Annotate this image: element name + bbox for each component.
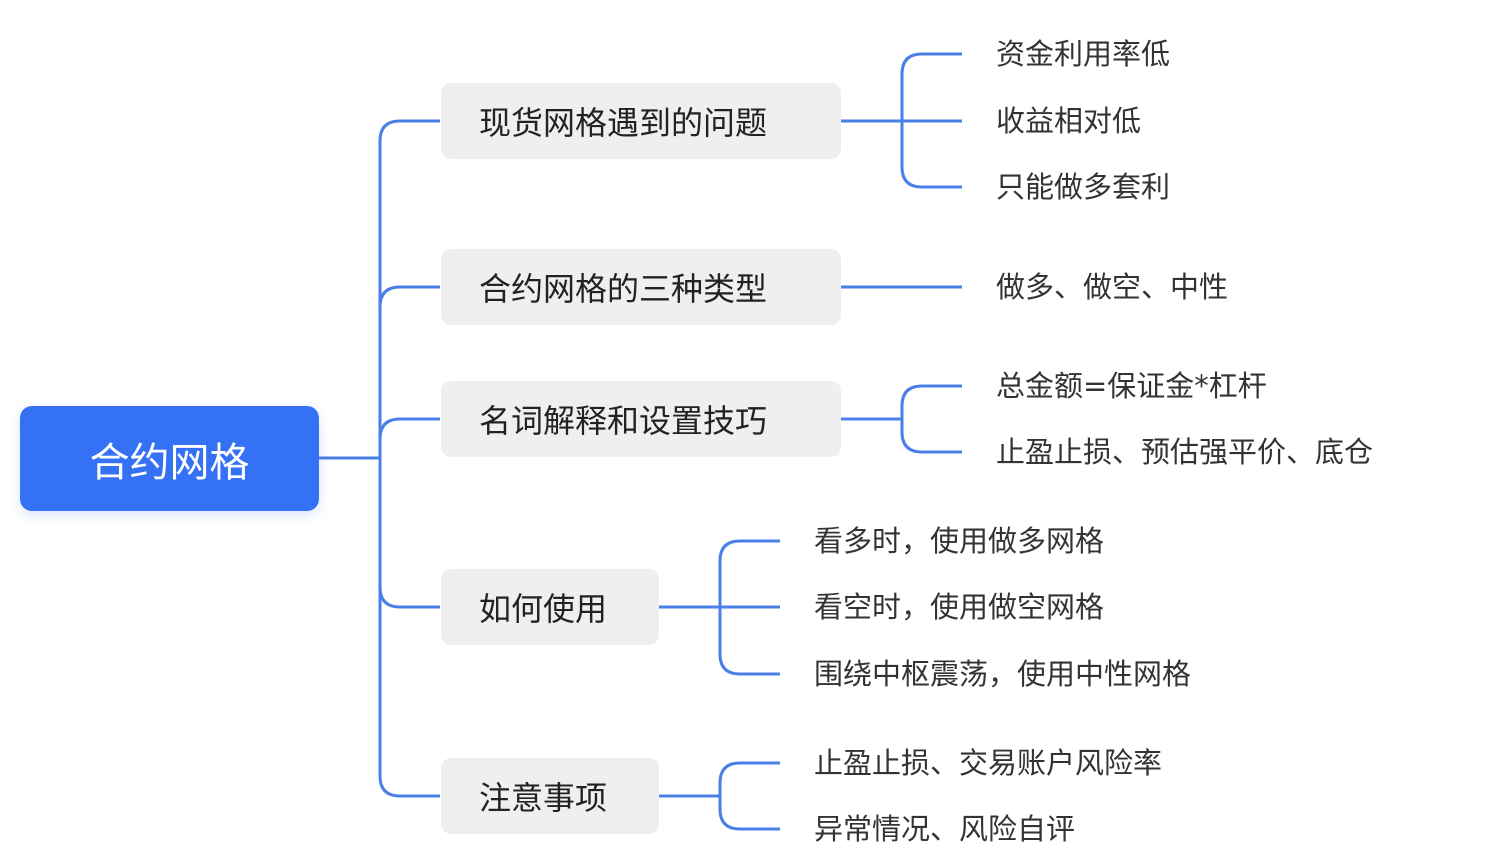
- branch-contract-grid-types[interactable]: 合约网格的三种类型: [441, 249, 841, 325]
- leaf-node[interactable]: 异常情况、风险自评: [814, 812, 1076, 846]
- leaf-node[interactable]: 只能做多套利: [996, 170, 1171, 204]
- leaf-node[interactable]: 止盈止损、交易账户风险率: [814, 746, 1163, 780]
- leaf-node[interactable]: 做多、做空、中性: [996, 270, 1229, 304]
- branch-label: 现货网格遇到的问题: [479, 104, 768, 142]
- leaf-node[interactable]: 看多时，使用做多网格: [814, 524, 1105, 558]
- leaf-node[interactable]: 止盈止损、预估强平价、底仓: [996, 435, 1374, 469]
- branch-label: 名词解释和设置技巧: [479, 402, 768, 440]
- leaf-node[interactable]: 资金利用率低: [996, 37, 1171, 71]
- branch-how-to-use[interactable]: 如何使用: [441, 569, 659, 645]
- root-label: 合约网格: [89, 439, 250, 486]
- leaf-node[interactable]: 看空时，使用做空网格: [814, 590, 1105, 624]
- leaf-node[interactable]: 总金额=保证金*杠杆: [996, 369, 1267, 403]
- leaf-node[interactable]: 围绕中枢震荡，使用中性网格: [814, 657, 1192, 691]
- leaf-node[interactable]: 收益相对低: [996, 104, 1142, 138]
- branch-label: 合约网格的三种类型: [479, 270, 768, 308]
- branch-label: 如何使用: [479, 590, 608, 628]
- branch-terms-and-tips[interactable]: 名词解释和设置技巧: [441, 381, 841, 457]
- branch-spot-grid-problems[interactable]: 现货网格遇到的问题: [441, 83, 841, 159]
- branch-label: 注意事项: [479, 779, 608, 817]
- branch-notes[interactable]: 注意事项: [441, 758, 659, 834]
- root-node[interactable]: 合约网格: [20, 406, 319, 511]
